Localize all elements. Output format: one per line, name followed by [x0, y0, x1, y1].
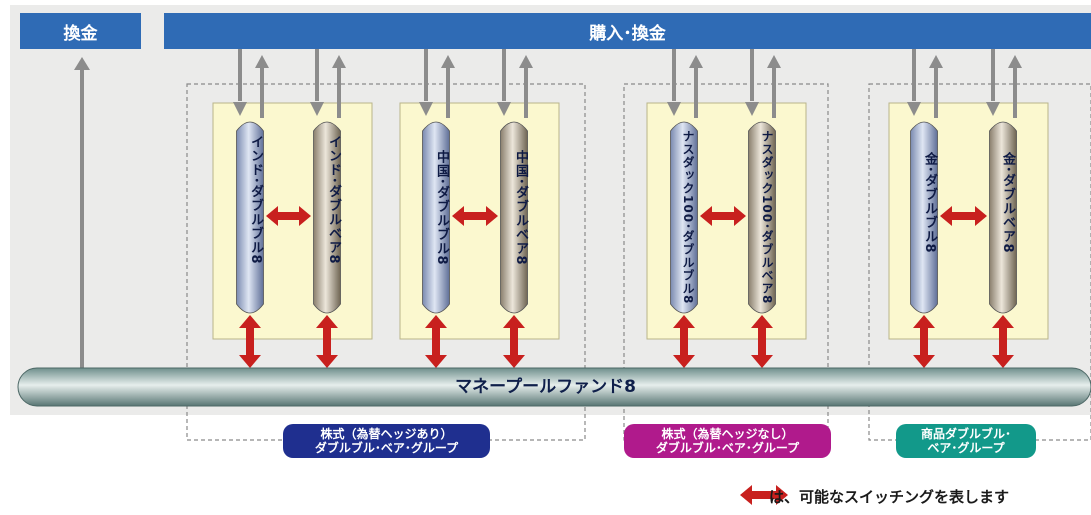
withdraw-bar: 換金: [20, 13, 141, 49]
withdraw-label: 換金: [63, 23, 98, 44]
group-badge-hedged-line1: 株式（為替ヘッジあり）: [320, 427, 453, 441]
switch-arrow-horizontal-china: [452, 206, 498, 226]
fund-label-gold-bull: 金･ダブルブル8: [922, 152, 937, 254]
withdraw-arrow: [74, 57, 90, 372]
group-badge-commodity-line2: ベア･グループ: [927, 441, 1005, 455]
flow-arrow-down-shaft-gold-bull: [912, 49, 916, 101]
purchase-withdraw-label: 購入･換金: [589, 23, 666, 44]
group-badge-unhedged-line1: 株式（為替ヘッジなし）: [661, 427, 794, 441]
switch-arrow-vertical-gold-bull: [913, 315, 935, 368]
flow-arrow-down-head-nasdaq-bull: [667, 102, 681, 116]
switch-arrow-horizontal-gold: [940, 206, 987, 226]
group-badge-hedged: 株式（為替ヘッジあり） ダブルブル･ベア･グループ: [283, 424, 490, 458]
fund-label-nasdaq-bull: ナスダック100･ダブルブル8: [681, 130, 695, 305]
fund-label-india-bull: インド･ダブルブル8: [248, 135, 263, 265]
flow-arrow-up-head-china-bull: [441, 55, 455, 68]
flow-arrow-down-head-nasdaq-bear: [745, 102, 759, 116]
flow-arrow-up-head-india-bull: [255, 55, 269, 68]
switch-arrow-vertical-india-bull: [239, 315, 261, 368]
fund-label-gold-bear: 金･ダブルベア8: [1000, 152, 1015, 254]
switch-arrow-vertical-china-bear: [503, 315, 525, 368]
fund-pillar-china-bear: [500, 121, 528, 314]
fund-label-nasdaq-bear: ナスダック100･ダブルベア8: [760, 130, 774, 305]
group-badge-commodity: 商品ダブルブル･ ベア･グループ: [896, 424, 1036, 458]
flow-arrow-up-shaft-nasdaq-bear: [772, 66, 776, 118]
flow-arrow-up-shaft-china-bull: [446, 66, 450, 118]
fund-pillar-nasdaq-bull: [670, 121, 698, 314]
flow-arrow-down-shaft-nasdaq-bull: [672, 49, 676, 101]
fund-pillar-china-bull: [422, 121, 450, 314]
flow-arrow-down-shaft-china-bear: [502, 49, 506, 101]
flow-arrow-up-shaft-nasdaq-bull: [694, 66, 698, 118]
flow-arrow-up-shaft-gold-bear: [1013, 66, 1017, 118]
flow-arrow-up-shaft-gold-bull: [934, 66, 938, 118]
flow-arrow-down-head-gold-bear: [986, 102, 1000, 116]
flow-arrow-up-head-nasdaq-bull: [689, 55, 703, 68]
flow-arrow-down-shaft-china-bull: [424, 49, 428, 101]
flow-arrow-up-shaft-india-bull: [260, 66, 264, 118]
switch-arrow-vertical-india-bear: [316, 315, 338, 368]
money-pool-bar: [17, 367, 1091, 407]
fund-pillar-india-bear: [313, 121, 341, 314]
flow-arrow-down-head-china-bear: [497, 102, 511, 116]
switch-arrows: [239, 206, 1014, 368]
flow-arrow-up-head-china-bear: [519, 55, 533, 68]
fund-pillar-india-bull: [236, 121, 264, 314]
switch-arrow-vertical-china-bull: [425, 315, 447, 368]
group-badge-unhedged-line2: ダブルブル･ベア･グループ: [655, 441, 800, 455]
fund-pillars: [236, 121, 1017, 314]
fund-pillar-gold-bear: [989, 121, 1017, 314]
fund-pillar-nasdaq-bear: [748, 121, 776, 314]
legend-switch-arrow-icon: [740, 485, 788, 505]
fund-label-china-bull: 中国･ダブルブル8: [434, 150, 449, 266]
flow-arrow-up-head-gold-bull: [929, 55, 943, 68]
flow-arrow-up-head-nasdaq-bear: [767, 55, 781, 68]
fund-label-china-bear: 中国･ダブルベア8: [513, 150, 528, 266]
flow-arrow-down-head-india-bear: [310, 102, 324, 116]
group-badge-hedged-line2: ダブルブル･ベア･グループ: [314, 441, 459, 455]
flow-arrow-down-shaft-india-bull: [238, 49, 242, 101]
flow-arrows: [233, 49, 1022, 118]
group-badge-commodity-line1: 商品ダブルブル･: [920, 427, 1011, 441]
flow-arrow-up-head-gold-bear: [1008, 55, 1022, 68]
flow-arrow-down-head-gold-bull: [907, 102, 921, 116]
switch-arrow-vertical-nasdaq-bull: [673, 315, 695, 368]
switch-arrow-vertical-nasdaq-bear: [751, 315, 773, 368]
purchase-withdraw-bar: 購入･換金: [164, 13, 1091, 49]
flow-arrow-down-shaft-nasdaq-bear: [750, 49, 754, 101]
money-pool-label: マネープールファンド8: [455, 377, 636, 397]
flow-arrow-up-shaft-india-bear: [337, 66, 341, 118]
switch-arrow-horizontal-nasdaq: [700, 206, 746, 226]
flow-arrow-up-head-india-bear: [332, 55, 346, 68]
fund-label-india-bear: インド･ダブルベア8: [326, 135, 341, 265]
legend-text: は、可能なスイッチングを表します: [769, 488, 1010, 506]
flow-arrow-down-head-china-bull: [419, 102, 433, 116]
group-badge-unhedged: 株式（為替ヘッジなし） ダブルブル･ベア･グループ: [624, 424, 831, 458]
flow-arrow-down-shaft-gold-bear: [991, 49, 995, 101]
switch-arrow-horizontal-india: [266, 206, 311, 226]
fund-pillar-gold-bull: [910, 121, 938, 314]
flow-arrow-down-shaft-india-bear: [315, 49, 319, 101]
flow-arrow-up-shaft-china-bear: [524, 66, 528, 118]
switch-arrow-vertical-gold-bear: [992, 315, 1014, 368]
flow-arrow-down-head-india-bull: [233, 102, 247, 116]
